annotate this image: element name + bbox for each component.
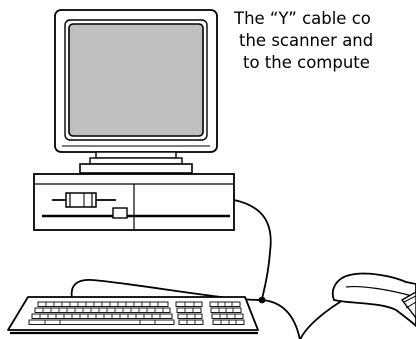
caption-line-3: to the compute bbox=[234, 52, 416, 74]
caption-line-2: the scanner and bbox=[234, 30, 416, 52]
keyboard-icon bbox=[8, 297, 258, 333]
caption-line-1: The “Y” cable co bbox=[234, 8, 416, 30]
barcode-scanner-icon bbox=[333, 274, 416, 326]
crt-monitor-icon bbox=[55, 10, 217, 173]
desktop-computer-icon bbox=[34, 174, 234, 230]
caption-text: The “Y” cable co the scanner and to the … bbox=[234, 8, 416, 74]
